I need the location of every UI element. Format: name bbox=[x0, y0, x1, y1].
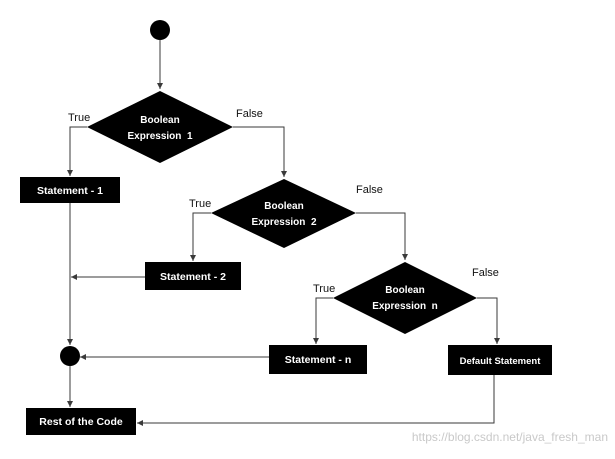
statement-2: Statement - 2 bbox=[145, 262, 241, 290]
statement-1-box bbox=[20, 177, 120, 203]
statement-2-box bbox=[145, 262, 241, 290]
statement-n-box bbox=[269, 345, 367, 374]
decision-1-line1: Boolean bbox=[140, 115, 179, 126]
edge-label-dn-true: True bbox=[313, 283, 335, 295]
edge-decision2-true bbox=[190, 212, 211, 261]
decision-2-diamond bbox=[211, 179, 356, 248]
statement-1-label: Statement - 1 bbox=[37, 185, 103, 197]
connector-lines bbox=[67, 40, 500, 426]
edge-label-dn-false: False bbox=[472, 267, 499, 279]
edge-decisionN-false bbox=[477, 297, 500, 344]
decision-2-line2: Expression 2 bbox=[251, 217, 316, 228]
edge-label-d1-true: True bbox=[68, 112, 90, 124]
default-statement-box bbox=[448, 345, 552, 375]
default-statement: Default Statement bbox=[448, 345, 552, 375]
edge-decision1-true bbox=[67, 126, 87, 176]
statement-n-label: Statement - n bbox=[285, 354, 352, 366]
edge-label-d2-false: False bbox=[356, 184, 383, 196]
edge-decision1-false bbox=[233, 126, 287, 177]
edge-default-to-rest bbox=[137, 375, 495, 426]
decision-1-diamond bbox=[87, 91, 233, 163]
decision-n-line2: Expression n bbox=[372, 301, 438, 312]
statement-1: Statement - 1 bbox=[20, 177, 120, 203]
statement-n: Statement - n bbox=[269, 345, 367, 374]
default-statement-label: Default Statement bbox=[460, 356, 542, 367]
edge-decision2-false bbox=[356, 212, 408, 260]
start-node bbox=[150, 20, 170, 40]
decision-n-diamond bbox=[333, 262, 477, 334]
watermark-text: https://blog.csdn.net/java_fresh_man bbox=[412, 430, 608, 444]
decision-2: Boolean Expression 2 bbox=[211, 179, 356, 248]
decision-2-line1: Boolean bbox=[264, 201, 303, 212]
merge-node bbox=[60, 346, 80, 366]
edge-label-d2-true: True bbox=[189, 198, 211, 210]
rest-of-code-label: Rest of the Code bbox=[39, 416, 123, 428]
decision-1-line2: Expression 1 bbox=[127, 131, 192, 142]
decision-n: Boolean Expression n bbox=[333, 262, 477, 334]
edge-decisionN-true bbox=[313, 297, 333, 344]
decision-n-line1: Boolean bbox=[385, 285, 424, 296]
edge-label-d1-false: False bbox=[236, 108, 263, 120]
rest-of-code-box bbox=[26, 408, 136, 435]
rest-of-code: Rest of the Code bbox=[26, 408, 136, 435]
statement-2-label: Statement - 2 bbox=[160, 271, 226, 283]
decision-1: Boolean Expression 1 bbox=[87, 91, 233, 163]
